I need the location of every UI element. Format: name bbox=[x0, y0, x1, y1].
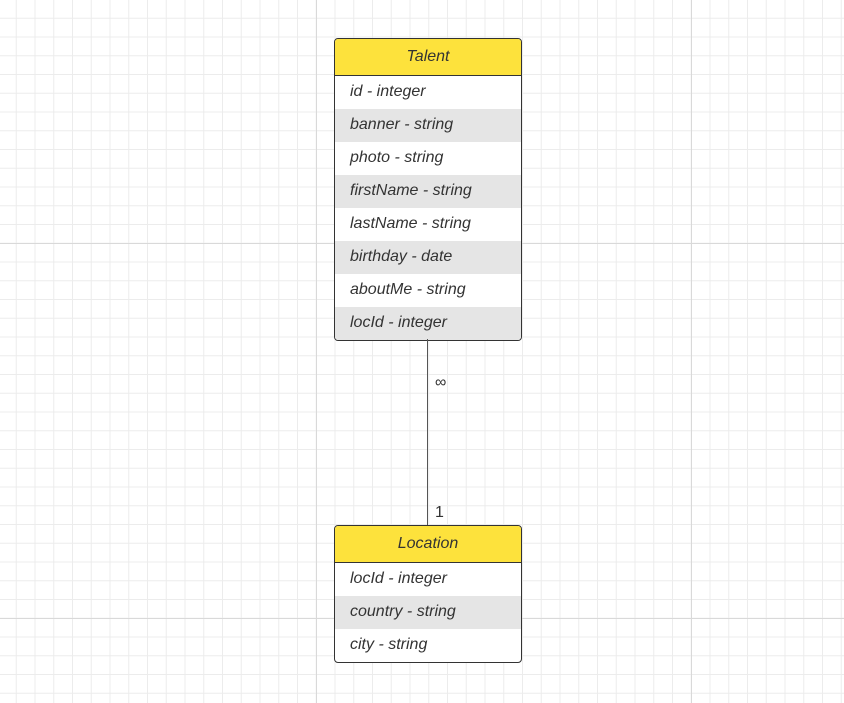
field-talent-banner: banner - string bbox=[335, 109, 521, 142]
entity-location-title: Location bbox=[335, 526, 521, 563]
field-talent-birthday: birthday - date bbox=[335, 241, 521, 274]
entity-talent-title: Talent bbox=[335, 39, 521, 76]
field-talent-id: id - integer bbox=[350, 83, 426, 100]
entity-talent[interactable]: Talent id - integer banner - string phot… bbox=[334, 38, 522, 341]
cardinality-many: ∞ bbox=[435, 374, 447, 391]
field-talent-aboutme: aboutMe - string bbox=[350, 281, 466, 298]
field-talent-photo: photo - string bbox=[350, 149, 444, 166]
field-location-country: country - string bbox=[335, 596, 521, 629]
relationship-line[interactable] bbox=[427, 339, 428, 525]
entity-location[interactable]: Location locId - integer country - strin… bbox=[334, 525, 522, 663]
field-talent-firstname: firstName - string bbox=[335, 175, 521, 208]
field-talent-locid: locId - integer bbox=[335, 307, 521, 340]
cardinality-one: 1 bbox=[435, 504, 444, 521]
field-talent-lastname: lastName - string bbox=[350, 215, 471, 232]
field-location-locid: locId - integer bbox=[350, 570, 447, 587]
field-location-city: city - string bbox=[350, 636, 428, 653]
